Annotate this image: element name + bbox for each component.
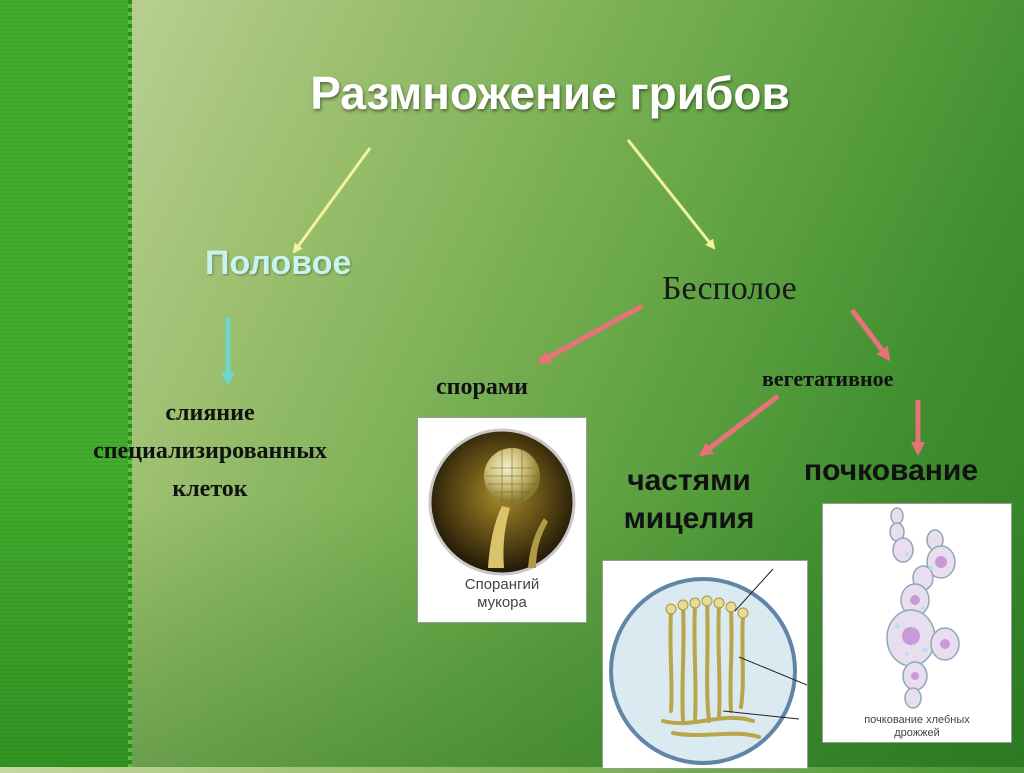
sporangium-caption-line-1: Спорангий — [464, 576, 540, 593]
mycelium-illustration — [609, 568, 808, 765]
fusion-line-2: специализированных — [93, 438, 327, 464]
sexual-reproduction-label: Половое — [205, 244, 352, 282]
budding-label: почкование — [804, 454, 979, 487]
yeast-caption: почкование хлебных дрожжей — [823, 714, 1011, 740]
decorative-left-band — [0, 0, 128, 767]
arrow-title-to-sexual — [292, 147, 372, 254]
decorative-band-divider — [128, 0, 132, 767]
mycelium-parts-label: частями мицелия — [604, 462, 774, 538]
yeast-budding-image-card: почкование хлебных дрожжей — [822, 503, 1012, 743]
sporangium-caption: Спорангий мукора — [418, 576, 586, 612]
sporangium-caption-line-2: мукора — [477, 594, 527, 611]
cell-fusion-description: слияние специализированных клеток — [20, 394, 400, 508]
spores-label: спорами — [436, 374, 529, 400]
yeast-caption-line-1: почкование хлебных — [864, 714, 970, 726]
fusion-line-3: клеток — [172, 476, 248, 502]
arrow-asexual-to-spores — [536, 303, 644, 365]
arrow-title-to-asexual — [626, 139, 716, 250]
vegetative-label: вегетативное — [762, 366, 894, 391]
fusion-line-1: слияние — [165, 400, 255, 426]
asexual-reproduction-label: Бесполое — [662, 270, 797, 307]
sporangium-illustration — [428, 428, 576, 576]
sporangium-image-card: Спорангий мукора — [417, 417, 587, 623]
yeast-budding-illustration — [886, 507, 960, 709]
yeast-caption-line-2: дрожжей — [894, 727, 940, 739]
arrow-vegetative-to-mycelium — [698, 394, 780, 457]
mycelium-line-2: мицелия — [623, 502, 755, 535]
slide-title: Размножение грибов — [310, 67, 790, 119]
mycelium-image-card — [602, 560, 808, 769]
arrow-asexual-to-vegetative — [850, 308, 891, 362]
decorative-left-band-shade — [0, 460, 128, 767]
mycelium-line-1: частями — [627, 464, 751, 497]
